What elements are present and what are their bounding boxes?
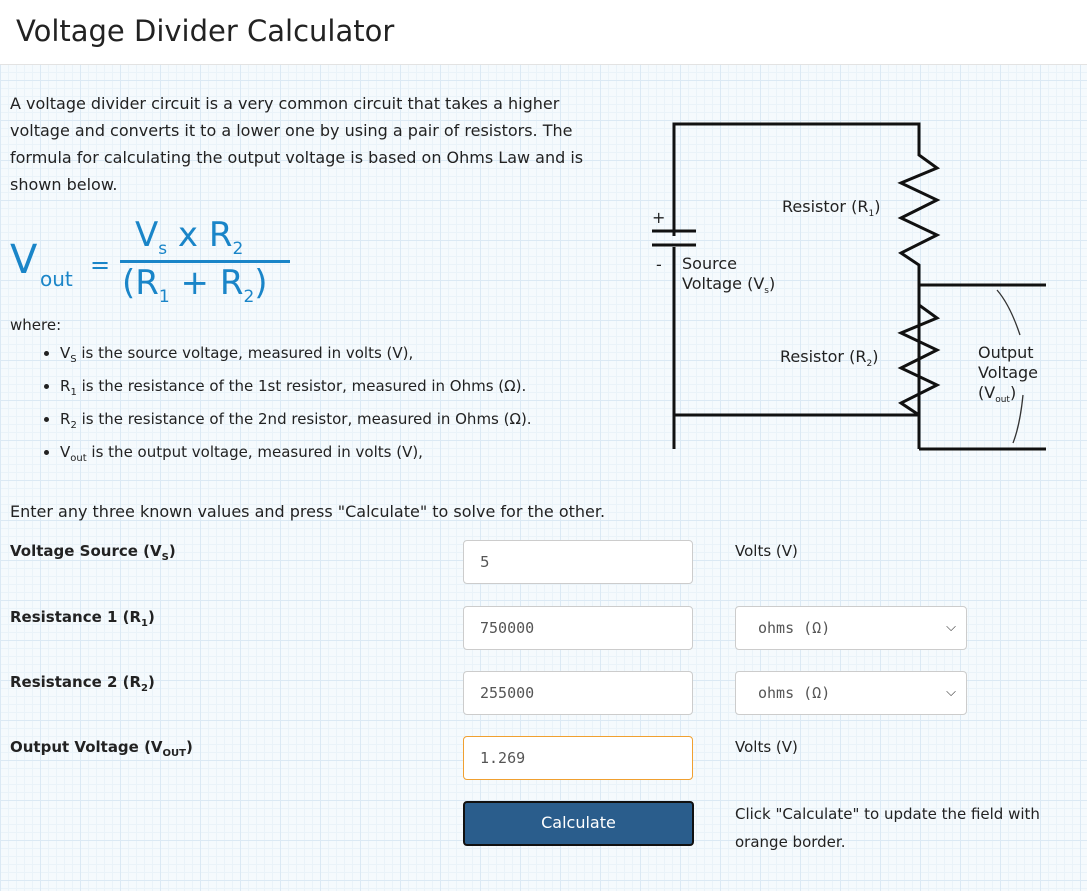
- chevron-down-icon: ⌵: [946, 685, 956, 700]
- sub: 2: [70, 420, 77, 431]
- text: is the resistance of the 1st resistor, m…: [76, 377, 527, 395]
- resistance-2-input[interactable]: [463, 671, 693, 715]
- t: s: [764, 286, 769, 296]
- t: Resistance 2 (R: [10, 673, 142, 691]
- formula-numerator: Vs x R2: [135, 215, 243, 259]
- text: is the source voltage, measured in volts…: [76, 344, 414, 362]
- page-title: Voltage Divider Calculator: [16, 14, 395, 48]
- t: ): [872, 347, 878, 366]
- num-r-sub: 2: [232, 238, 244, 259]
- t: Resistance 1 (R: [10, 608, 142, 626]
- plus-sign: +: [652, 208, 665, 227]
- t: ): [874, 197, 880, 216]
- t: S: [161, 552, 169, 563]
- minus-sign: -: [656, 255, 662, 274]
- label-resistance-1: Resistance 1 (R1): [10, 608, 155, 629]
- text: is the resistance of the 2nd resistor, m…: [76, 410, 532, 428]
- sym: R: [60, 377, 71, 395]
- t: Resistor (R: [780, 347, 866, 366]
- formula-equals: =: [90, 251, 111, 279]
- t: OUT: [162, 748, 186, 759]
- output-label-3: (Vout): [978, 383, 1016, 405]
- source-label-2: Voltage (Vs): [682, 274, 775, 296]
- where-label: where:: [10, 316, 62, 334]
- resistance-1-input[interactable]: [463, 606, 693, 650]
- t: Voltage Source (V: [10, 542, 162, 560]
- resistance-2-unit-select[interactable]: ohms (Ω) ⌵: [735, 671, 967, 715]
- list-item: R2 is the resistance of the 2nd resistor…: [60, 406, 620, 439]
- formula-denominator: (R1 + R2): [122, 263, 268, 307]
- sym: R: [60, 410, 71, 428]
- t: Output Voltage (V: [10, 738, 163, 756]
- num-v-sub: s: [158, 238, 168, 259]
- t: 1: [141, 618, 149, 629]
- chevron-down-icon: ⌵: [946, 620, 956, 635]
- resistance-1-unit-select[interactable]: ohms (Ω) ⌵: [735, 606, 967, 650]
- list-item: Vout is the output voltage, measured in …: [60, 439, 620, 472]
- circuit-diagram: + - Source Voltage (Vs) Resistor (R1) Re…: [652, 122, 1046, 451]
- list-item: R1 is the resistance of the 1st resistor…: [60, 373, 620, 406]
- den-r1-sub: 1: [158, 286, 170, 307]
- label-resistance-2: Resistance 2 (R2): [10, 673, 155, 694]
- formula-vout-sub: out: [40, 267, 73, 291]
- instructions: Enter any three known values and press "…: [10, 502, 606, 521]
- definitions-list: VS is the source voltage, measured in vo…: [35, 340, 620, 472]
- r2-label: Resistor (R2): [780, 347, 878, 369]
- t: ): [769, 274, 775, 293]
- den-open: (R: [122, 263, 159, 303]
- output-voltage-unit: Volts (V): [735, 738, 798, 756]
- sym: V: [60, 443, 71, 461]
- page-header: Voltage Divider Calculator: [0, 0, 1087, 65]
- formula-vout: V: [10, 237, 38, 283]
- calculate-note: Click "Calculate" to update the field wi…: [735, 805, 1040, 851]
- t: out: [995, 395, 1010, 405]
- t: 1: [868, 209, 874, 219]
- label-voltage-source: Voltage Source (VS): [10, 542, 176, 563]
- t: ohms (Ω): [758, 684, 831, 702]
- t: (V: [978, 383, 995, 402]
- num-x: x R: [167, 215, 233, 255]
- den-plus: + R: [169, 263, 244, 303]
- den-r2-sub: 2: [243, 286, 255, 307]
- circuit-wire: [672, 122, 941, 417]
- t: 2: [866, 359, 872, 369]
- sub: 1: [70, 387, 77, 398]
- fraction-bar: [120, 260, 290, 263]
- formula: V out = Vs x R2 (R1 + R2): [10, 215, 290, 310]
- sym: V: [60, 344, 71, 362]
- calculate-button[interactable]: Calculate: [463, 801, 694, 846]
- voltage-source-unit: Volts (V): [735, 542, 798, 560]
- num-v: V: [135, 215, 159, 255]
- output-label-2: Voltage: [978, 363, 1038, 382]
- text: is the output voltage, measured in volts…: [86, 443, 423, 461]
- t: ohms (Ω): [758, 619, 831, 637]
- resistor-r2-zigzag: [897, 285, 941, 417]
- t: 2: [141, 683, 149, 694]
- t: ): [1010, 383, 1016, 402]
- voltage-source-input[interactable]: [463, 540, 693, 584]
- output-label-1: Output: [978, 343, 1034, 362]
- t: Voltage (V: [682, 274, 764, 293]
- r1-label: Resistor (R1): [782, 197, 880, 219]
- intro-text: A voltage divider circuit is a very comm…: [10, 94, 584, 194]
- arrow-icon: [996, 289, 1024, 444]
- output-voltage-input[interactable]: [463, 736, 693, 780]
- source-label: Source: [682, 254, 737, 273]
- sub: S: [70, 354, 77, 365]
- label-output-voltage: Output Voltage (VOUT): [10, 738, 193, 759]
- battery-icon: [652, 229, 696, 247]
- t: Resistor (R: [782, 197, 868, 216]
- sub: out: [70, 453, 87, 464]
- output-wires: [919, 283, 1046, 451]
- list-item: VS is the source voltage, measured in vo…: [60, 340, 620, 373]
- den-close: ): [254, 263, 268, 303]
